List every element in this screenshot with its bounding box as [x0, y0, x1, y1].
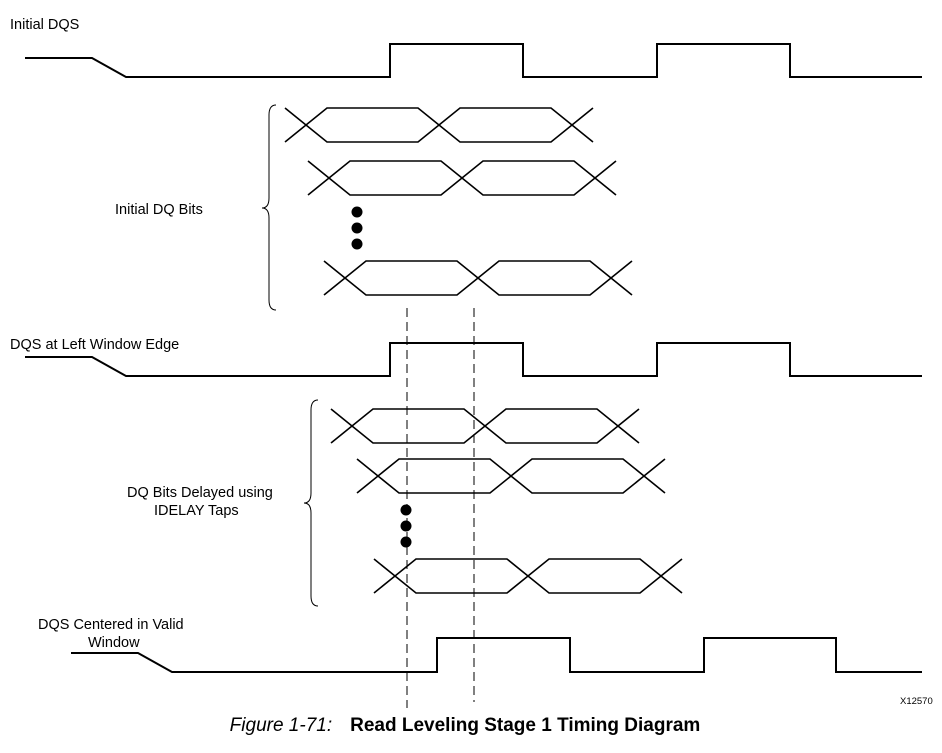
delayed-dq-eye-row-3: [373, 558, 683, 594]
ellipsis-dot-1: [351, 206, 363, 218]
figure-caption: Figure 1-71: Read Leveling Stage 1 Timing…: [0, 715, 930, 737]
brace-initial-dq-bits: [261, 104, 277, 311]
label-initial-dqs: Initial DQS: [10, 17, 79, 33]
caption-title: Read Leveling Stage 1 Timing Diagram: [350, 715, 701, 736]
label-initial-dq-bits: Initial DQ Bits: [115, 202, 203, 218]
brace-dq-bits-delayed: [303, 399, 319, 607]
timing-diagram: Initial DQS Initial DQ Bits DQS at Left …: [10, 17, 933, 708]
ellipsis-dot-6: [400, 536, 412, 548]
waveform-dqs-centered: [71, 637, 922, 673]
label-dq-bits-delayed-line1: DQ Bits Delayed using: [127, 485, 273, 501]
waveform-initial-dqs: [25, 43, 922, 78]
label-dqs-left-window-edge: DQS at Left Window Edge: [10, 337, 179, 353]
ellipsis-dot-3: [351, 238, 363, 250]
label-dqs-centered-line1: DQS Centered in Valid: [38, 617, 184, 633]
dq-bit-eye-row-1: [284, 107, 594, 143]
ellipsis-dot-5: [400, 520, 412, 532]
label-dqs-centered-line2: Window: [88, 635, 140, 651]
delayed-dq-eye-row-2: [356, 458, 666, 494]
delayed-dq-eye-row-1: [330, 408, 640, 444]
dq-bit-eye-row-2: [307, 160, 617, 196]
caption-number: Figure 1-71:: [229, 715, 333, 736]
ellipsis-dot-4: [400, 504, 412, 516]
figure-id: X12570: [900, 696, 933, 707]
label-dq-bits-delayed-line2: IDELAY Taps: [154, 503, 239, 519]
ellipsis-dot-2: [351, 222, 363, 234]
dq-bit-eye-row-3: [323, 260, 633, 296]
waveform-dqs-left-edge: [25, 342, 922, 377]
